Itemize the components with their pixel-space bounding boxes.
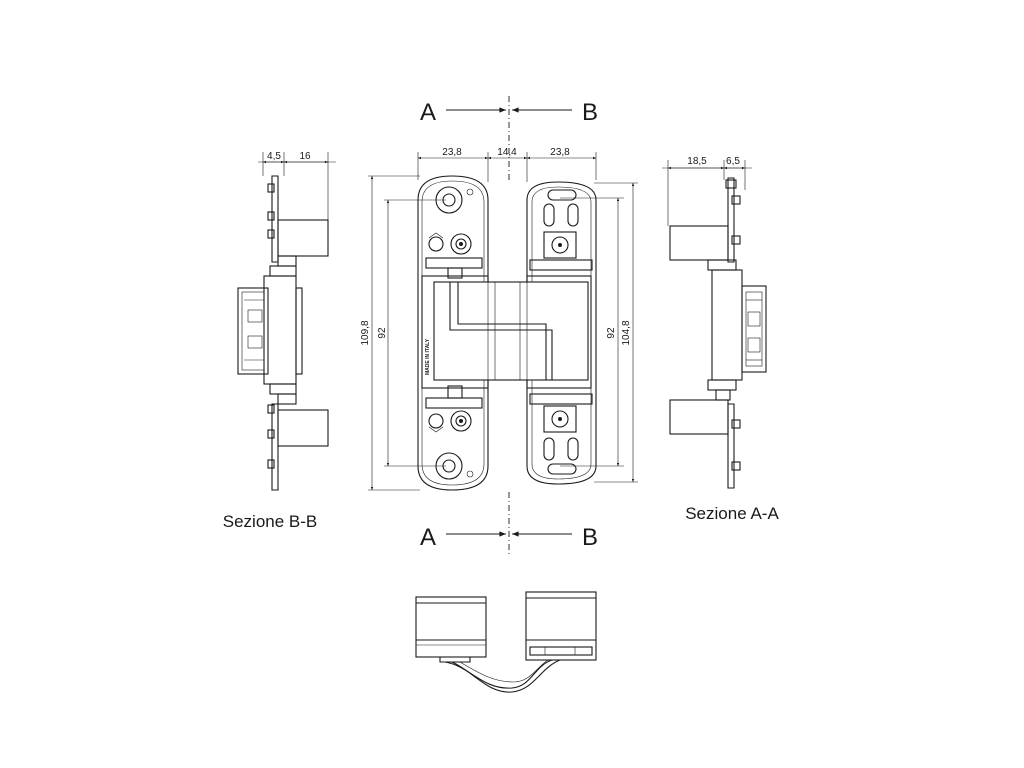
front-dimensions: 23,8 14,4 23,8 109,8 92 92 104,8 [360, 147, 638, 491]
section-bb-view: 4,5 16 [237, 151, 336, 491]
caption-section-bb: Sezione B-B [223, 512, 318, 531]
marker-top-right-label: B [582, 99, 598, 126]
dim-front-top-right: 23,8 [550, 147, 570, 158]
dim-aa-top-small: 6,5 [726, 156, 740, 167]
dim-aa-top-large: 18,5 [687, 156, 707, 167]
dim-front-height-inner-right: 92 [606, 327, 617, 339]
dim-front-height-outer-right: 104,8 [621, 320, 632, 345]
hinge-center-arms [433, 281, 589, 381]
hinge-right-leaf [526, 181, 597, 485]
engraving-text: MADE IN ITALY [425, 338, 431, 375]
section-marker-top: A B [420, 96, 598, 180]
dim-bb-top-large: 16 [299, 151, 311, 162]
marker-bottom-left-label: A [420, 524, 436, 551]
dim-front-height-outer: 109,8 [360, 320, 371, 345]
dim-front-top-left: 23,8 [442, 147, 462, 158]
caption-section-aa: Sezione A-A [685, 504, 779, 523]
marker-bottom-right-label: B [582, 524, 598, 551]
section-aa-view: 18,5 6,5 [662, 156, 767, 489]
section-marker-bottom: A B [420, 492, 598, 556]
plan-view [415, 591, 597, 693]
dim-bb-top-small: 4,5 [267, 151, 281, 162]
dim-front-height-inner-left: 92 [377, 327, 388, 339]
dim-front-top-middle: 14,4 [497, 147, 517, 158]
marker-top-left-label: A [420, 99, 436, 126]
